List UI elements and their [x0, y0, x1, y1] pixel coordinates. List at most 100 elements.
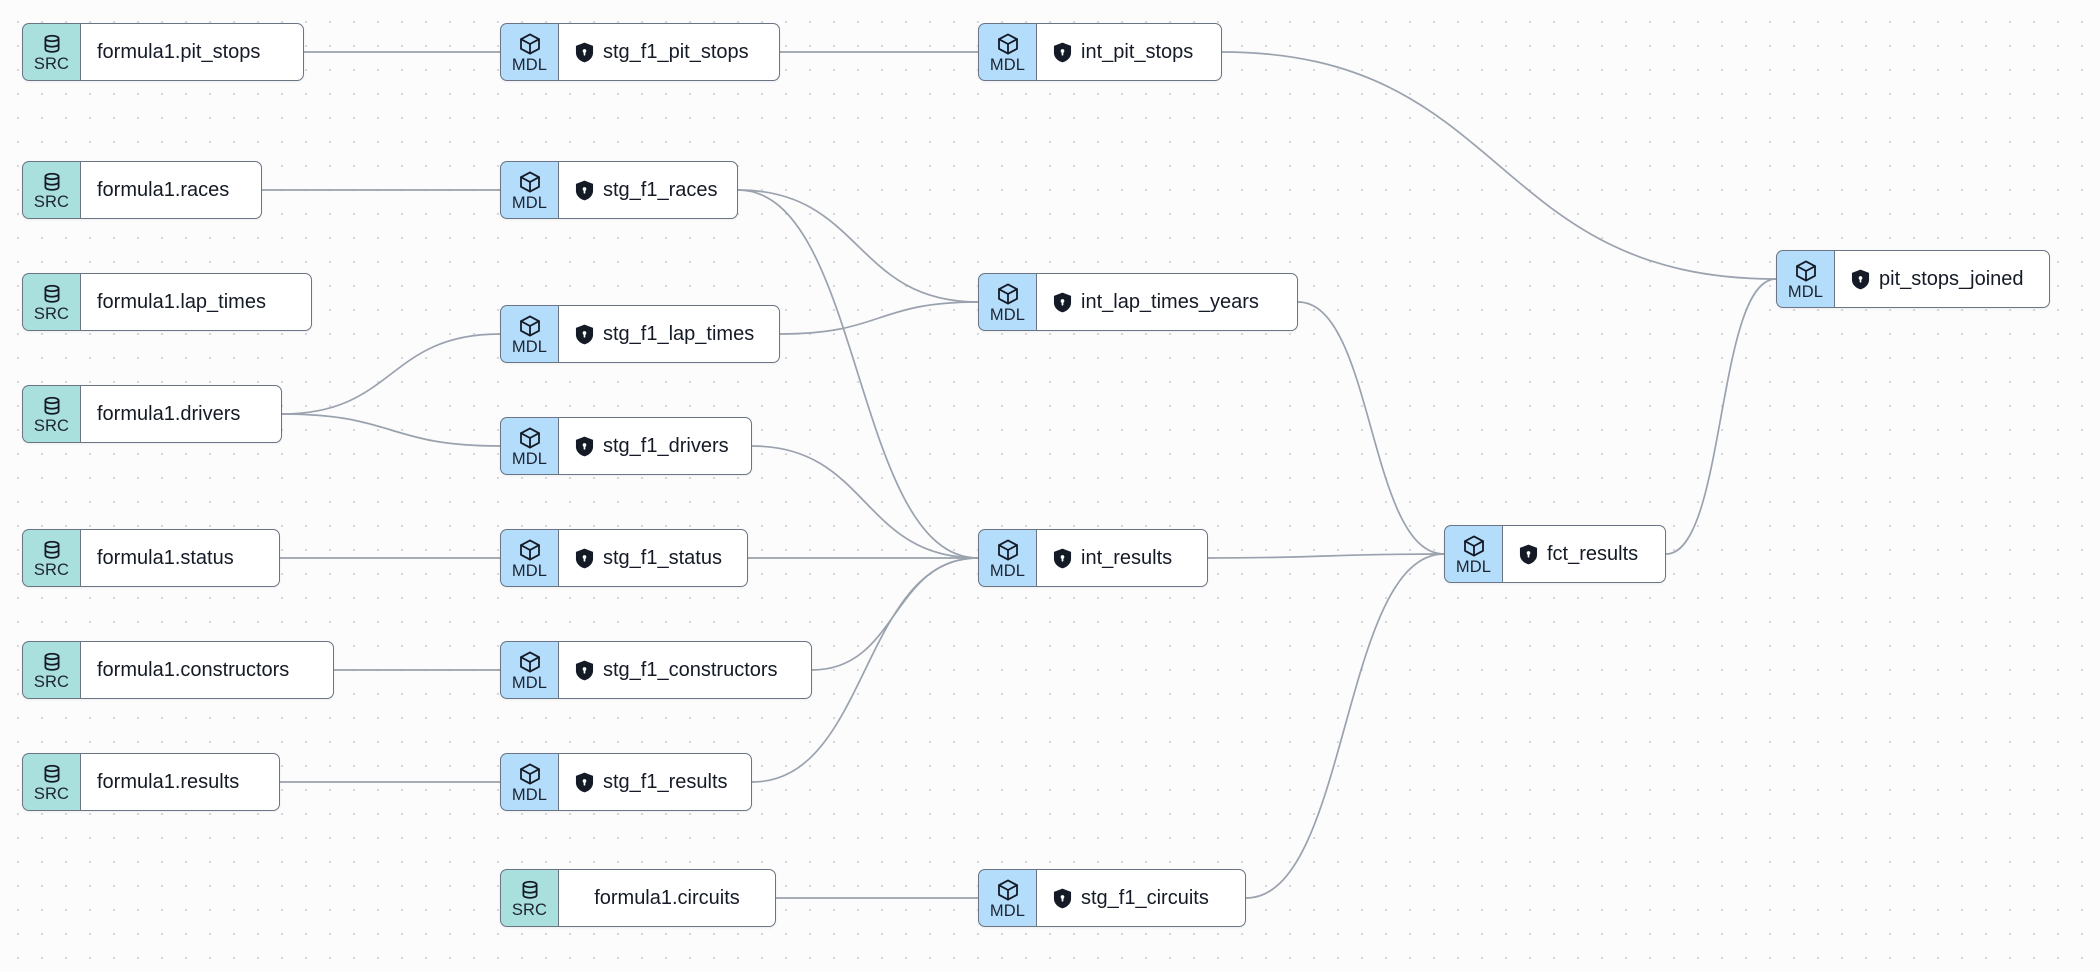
- cube-icon: [518, 650, 542, 674]
- node-src_results[interactable]: SRC formula1.results: [22, 753, 280, 811]
- node-type-badge: MDL: [1444, 525, 1502, 583]
- node-body[interactable]: fct_results: [1502, 525, 1666, 583]
- edge-src_drivers-to-stg_lap_times: [281, 333, 501, 415]
- node-body[interactable]: pit_stops_joined: [1834, 250, 2050, 308]
- edge-int_pit_stops-to-pit_stops_joined: [1221, 51, 1777, 280]
- node-type-badge: MDL: [500, 417, 558, 475]
- edge-stg_drivers-to-int_results: [751, 445, 979, 559]
- node-stg_races[interactable]: MDL stg_f1_races: [500, 161, 738, 219]
- node-type-badge: MDL: [500, 161, 558, 219]
- node-type-label: SRC: [33, 417, 70, 436]
- node-body[interactable]: stg_f1_status: [558, 529, 748, 587]
- database-icon: [41, 33, 63, 55]
- node-int_pit_stops[interactable]: MDL int_pit_stops: [978, 23, 1222, 81]
- node-src_status[interactable]: SRC formula1.status: [22, 529, 280, 587]
- node-src_pit_stops[interactable]: SRC formula1.pit_stops: [22, 23, 304, 81]
- node-body[interactable]: stg_f1_lap_times: [558, 305, 780, 363]
- node-label: stg_f1_constructors: [603, 658, 778, 681]
- cube-icon: [518, 426, 542, 450]
- node-type-badge: MDL: [500, 23, 558, 81]
- node-type-badge: SRC: [22, 529, 80, 587]
- node-body[interactable]: formula1.pit_stops: [80, 23, 304, 81]
- node-type-badge: MDL: [978, 23, 1036, 81]
- node-label: formula1.constructors: [97, 658, 290, 681]
- node-label: formula1.circuits: [594, 886, 740, 909]
- edge-int_lap_times-to-fct_results: [1297, 301, 1445, 555]
- node-type-badge: MDL: [500, 753, 558, 811]
- database-icon: [41, 283, 63, 305]
- node-body[interactable]: formula1.constructors: [80, 641, 334, 699]
- node-body[interactable]: stg_f1_races: [558, 161, 738, 219]
- cube-icon: [518, 762, 542, 786]
- node-body[interactable]: formula1.results: [80, 753, 280, 811]
- node-body[interactable]: stg_f1_circuits: [1036, 869, 1246, 927]
- node-type-label: SRC: [33, 305, 70, 324]
- node-label: stg_f1_pit_stops: [603, 40, 749, 63]
- node-body[interactable]: formula1.drivers: [80, 385, 282, 443]
- edge-src_drivers-to-stg_drivers: [281, 413, 501, 447]
- node-type-label: MDL: [511, 338, 548, 357]
- cube-icon: [518, 32, 542, 56]
- node-src_races[interactable]: SRC formula1.races: [22, 161, 262, 219]
- node-body[interactable]: int_pit_stops: [1036, 23, 1222, 81]
- node-label: stg_f1_status: [603, 546, 722, 569]
- node-type-badge: SRC: [22, 23, 80, 81]
- node-label: formula1.drivers: [97, 402, 241, 425]
- cube-icon: [996, 32, 1020, 56]
- shield-icon: [575, 772, 594, 793]
- edge-stg_constructors-to-int_results: [811, 557, 979, 671]
- node-stg_lap_times[interactable]: MDL stg_f1_lap_times: [500, 305, 780, 363]
- edge-stg_races-to-int_lap_times: [737, 189, 979, 303]
- node-src_lap_times[interactable]: SRC formula1.lap_times: [22, 273, 312, 331]
- node-label: formula1.results: [97, 770, 240, 793]
- edge-int_results-to-fct_results: [1207, 553, 1445, 559]
- node-type-label: MDL: [511, 56, 548, 75]
- node-stg_circuits[interactable]: MDL stg_f1_circuits: [978, 869, 1246, 927]
- node-type-badge: MDL: [500, 529, 558, 587]
- shield-icon: [575, 660, 594, 681]
- node-label: formula1.pit_stops: [97, 40, 261, 63]
- node-type-label: SRC: [33, 561, 70, 580]
- node-label: stg_f1_races: [603, 178, 718, 201]
- node-type-badge: MDL: [1776, 250, 1834, 308]
- node-type-badge: MDL: [978, 869, 1036, 927]
- shield-icon: [1053, 292, 1072, 313]
- node-type-label: MDL: [989, 902, 1026, 921]
- node-body[interactable]: formula1.circuits: [558, 869, 776, 927]
- node-type-label: MDL: [989, 56, 1026, 75]
- cube-icon: [996, 878, 1020, 902]
- cube-icon: [518, 314, 542, 338]
- node-stg_constructors[interactable]: MDL stg_f1_constructors: [500, 641, 812, 699]
- node-body[interactable]: int_lap_times_years: [1036, 273, 1298, 331]
- edge-stg_races-to-int_results: [737, 189, 979, 559]
- node-type-label: SRC: [33, 785, 70, 804]
- node-body[interactable]: stg_f1_drivers: [558, 417, 752, 475]
- node-label: int_lap_times_years: [1081, 290, 1259, 313]
- node-type-label: SRC: [33, 193, 70, 212]
- node-src_drivers[interactable]: SRC formula1.drivers: [22, 385, 282, 443]
- node-body[interactable]: formula1.races: [80, 161, 262, 219]
- node-stg_pit_stops[interactable]: MDL stg_f1_pit_stops: [500, 23, 780, 81]
- node-body[interactable]: stg_f1_results: [558, 753, 752, 811]
- node-body[interactable]: stg_f1_constructors: [558, 641, 812, 699]
- node-body[interactable]: formula1.lap_times: [80, 273, 312, 331]
- node-type-label: MDL: [511, 674, 548, 693]
- node-body[interactable]: formula1.status: [80, 529, 280, 587]
- node-body[interactable]: stg_f1_pit_stops: [558, 23, 780, 81]
- node-type-label: SRC: [33, 673, 70, 692]
- node-stg_status[interactable]: MDL stg_f1_status: [500, 529, 748, 587]
- node-label: int_results: [1081, 546, 1173, 569]
- node-int_results[interactable]: MDL int_results: [978, 529, 1208, 587]
- node-src_constructors[interactable]: SRC formula1.constructors: [22, 641, 334, 699]
- node-body[interactable]: int_results: [1036, 529, 1208, 587]
- shield-icon: [575, 42, 594, 63]
- node-type-badge: MDL: [978, 529, 1036, 587]
